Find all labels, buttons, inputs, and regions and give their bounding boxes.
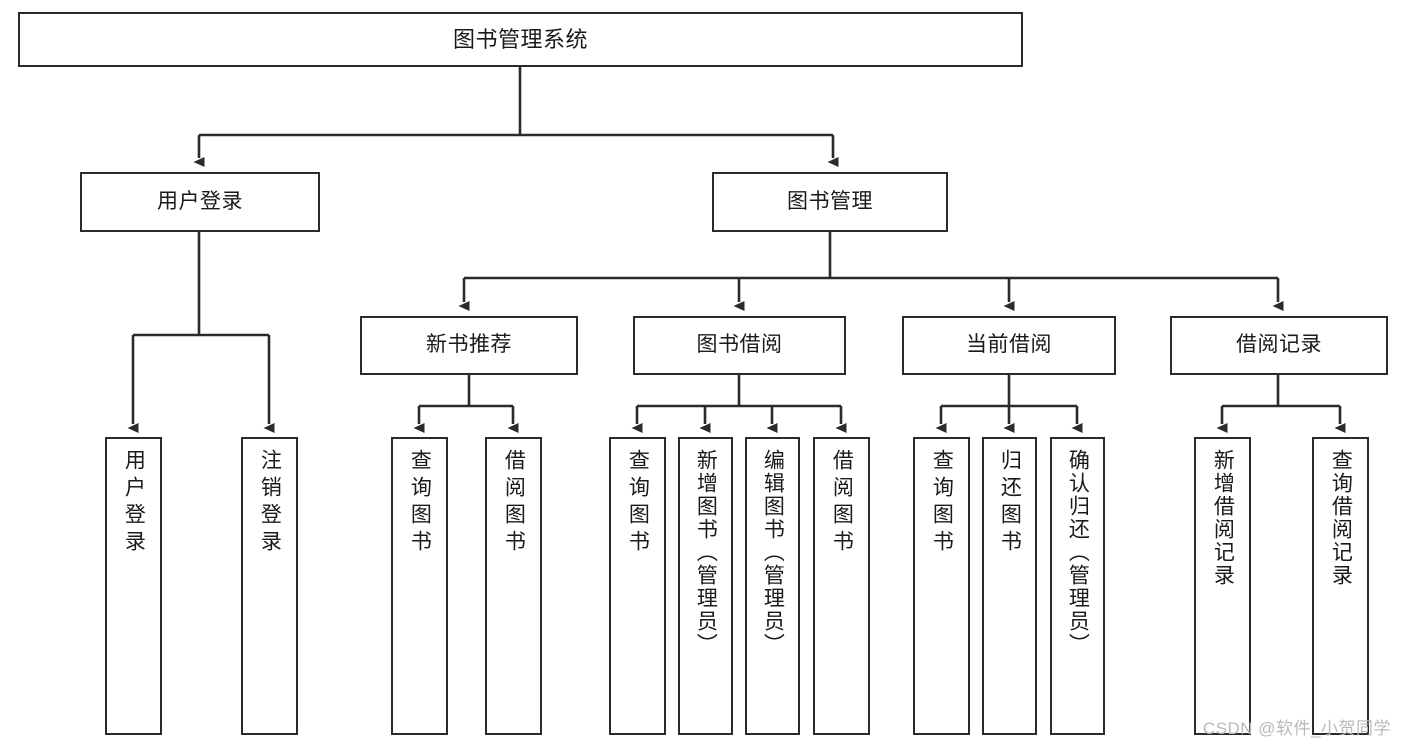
leaf-record-add-record[interactable]: 新增借阅记录 (1194, 437, 1251, 735)
node-user-login[interactable]: 用户登录 (80, 172, 320, 232)
leaf-current-confirm-return-admin[interactable]: 确认归还（管理员） (1050, 437, 1105, 735)
node-label: 借阅记录 (1236, 333, 1322, 357)
node-label: 图书管理系统 (452, 26, 588, 52)
leaf-logout[interactable]: 注销登录 (241, 437, 298, 735)
node-book-management[interactable]: 图书管理 (712, 172, 948, 232)
leaf-label: 查询图书 (408, 449, 432, 557)
leaf-label: 用户登录 (122, 449, 146, 557)
node-label: 图书借阅 (696, 333, 783, 357)
leaf-label: 借阅图书 (502, 449, 526, 557)
leaf-borrow-borrow-book[interactable]: 借阅图书 (813, 437, 870, 735)
node-book-borrow[interactable]: 图书借阅 (633, 316, 846, 375)
leaf-label: 查询图书 (626, 449, 650, 557)
leaf-recommend-query-book[interactable]: 查询图书 (391, 437, 448, 735)
leaf-user-login[interactable]: 用户登录 (105, 437, 162, 735)
node-label: 用户登录 (157, 189, 243, 213)
node-root-system[interactable]: 图书管理系统 (18, 12, 1023, 67)
leaf-borrow-add-book-admin[interactable]: 新增图书（管理员） (678, 437, 733, 735)
node-label: 图书管理 (787, 189, 873, 213)
leaf-label: 查询图书 (930, 449, 954, 557)
node-label: 新书推荐 (426, 333, 512, 357)
leaf-label: 归还图书 (998, 449, 1022, 557)
node-label: 当前借阅 (966, 333, 1052, 357)
leaf-label: 新增借阅记录 (1211, 449, 1235, 587)
leaf-label: 查询借阅记录 (1329, 449, 1353, 587)
leaf-current-return-book[interactable]: 归还图书 (982, 437, 1037, 735)
leaf-current-query-book[interactable]: 查询图书 (913, 437, 970, 735)
node-new-book-recommend[interactable]: 新书推荐 (360, 316, 578, 375)
node-borrow-record[interactable]: 借阅记录 (1170, 316, 1388, 375)
leaf-label: 新增图书（管理员） (694, 449, 718, 656)
leaf-label: 借阅图书 (830, 449, 854, 557)
leaf-record-query-record[interactable]: 查询借阅记录 (1312, 437, 1369, 735)
leaf-label: 注销登录 (258, 449, 282, 557)
leaf-borrow-query-book[interactable]: 查询图书 (609, 437, 666, 735)
leaf-recommend-borrow-book[interactable]: 借阅图书 (485, 437, 542, 735)
leaf-label: 确认归还（管理员） (1066, 449, 1090, 656)
node-current-borrow[interactable]: 当前借阅 (902, 316, 1116, 375)
leaf-label: 编辑图书（管理员） (761, 449, 785, 656)
leaf-borrow-edit-book-admin[interactable]: 编辑图书（管理员） (745, 437, 800, 735)
